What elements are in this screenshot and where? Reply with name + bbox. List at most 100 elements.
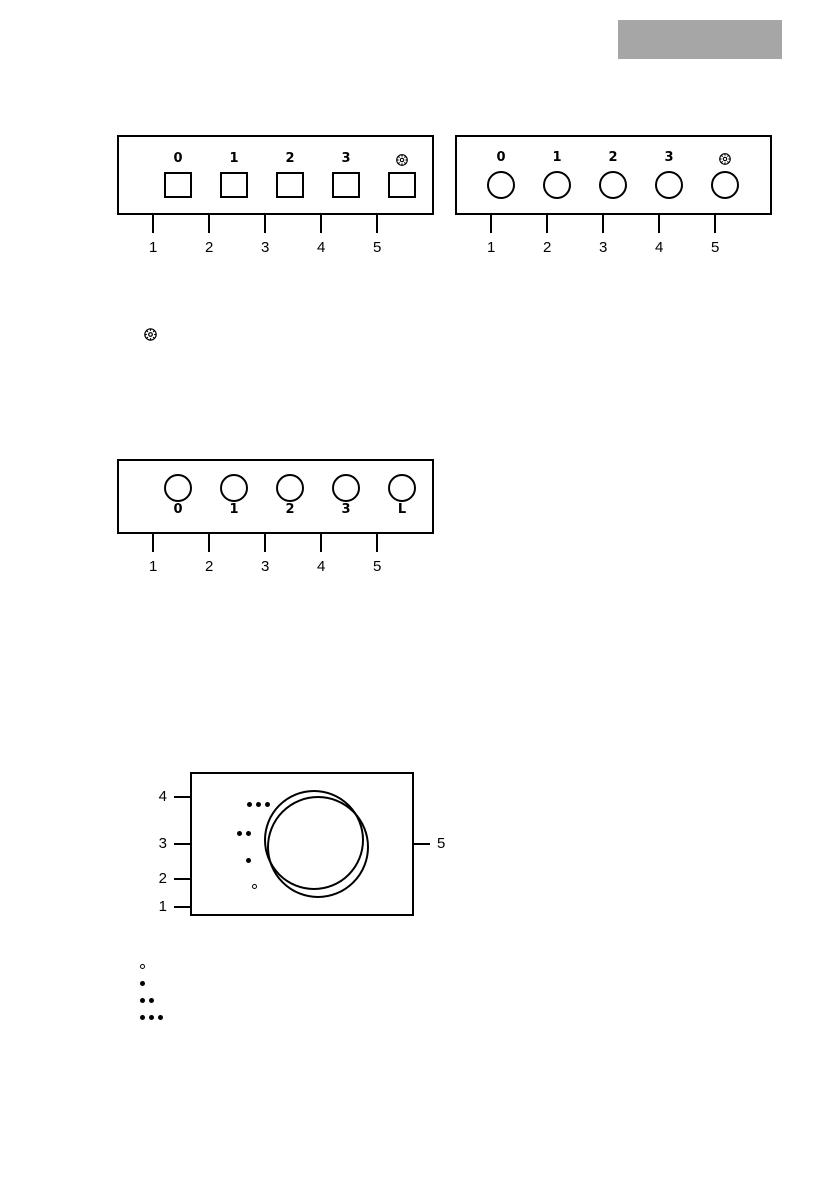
knob-panel	[190, 772, 414, 916]
marker-dot-filled	[247, 802, 252, 807]
callout-number: 2	[205, 239, 214, 256]
leader-line	[174, 843, 190, 845]
gear-icon	[718, 152, 732, 166]
marker-dot-filled	[140, 998, 145, 1003]
leader-line	[152, 215, 155, 233]
square-button-2[interactable]	[276, 172, 304, 198]
leader-line	[174, 796, 190, 798]
leader-line	[320, 534, 323, 552]
knob-marker-level-3	[247, 802, 270, 807]
square-button-3[interactable]	[332, 172, 360, 198]
button-cell-2[interactable]: 2	[263, 137, 317, 213]
button-label-1: 1	[229, 502, 239, 517]
leader-line	[264, 534, 267, 552]
panel-round-buttons-labels-below: 0 1 2 3 L	[117, 459, 434, 534]
callout-number: 4	[158, 788, 167, 805]
callout-number: 1	[487, 239, 496, 256]
knob-marker-level-1	[246, 858, 251, 863]
leader-line	[602, 215, 605, 233]
square-button-1[interactable]	[220, 172, 248, 198]
button-label-3: 3	[341, 151, 351, 166]
callout-number: 1	[158, 898, 167, 915]
round-button-4[interactable]	[388, 474, 416, 502]
round-button-0[interactable]	[487, 171, 515, 199]
callout-group-1-3: 3	[261, 215, 269, 257]
button-cell-3[interactable]: 3	[642, 137, 696, 213]
callout-group-2-3: 3	[599, 215, 607, 257]
button-label-2: 2	[285, 151, 295, 166]
round-button-2[interactable]	[599, 171, 627, 199]
callout-number: 3	[158, 835, 167, 852]
knob-callout-2: 2	[155, 871, 190, 887]
marker-dot-filled	[140, 981, 145, 986]
round-button-3[interactable]	[332, 474, 360, 502]
panel-square-buttons: 0 1 2 3	[117, 135, 434, 215]
round-button-gear[interactable]	[711, 171, 739, 199]
rotary-knob[interactable]	[264, 790, 372, 902]
button-label-1: 1	[552, 150, 562, 165]
callout-number: 4	[317, 558, 326, 575]
callout-group-3-2: 2	[205, 534, 213, 576]
leader-line	[208, 215, 211, 233]
button-cell-gear[interactable]	[375, 137, 429, 213]
leader-line	[320, 215, 323, 233]
callout-number: 5	[373, 239, 382, 256]
leader-line	[414, 843, 430, 845]
button-label-3: 3	[341, 502, 351, 517]
marker-dot-filled	[265, 802, 270, 807]
leader-line	[152, 534, 155, 552]
round-button-0[interactable]	[164, 474, 192, 502]
button-cell-4[interactable]: L	[375, 461, 429, 532]
button-label-gear	[395, 152, 409, 168]
button-cell-1[interactable]: 1	[530, 137, 584, 213]
marker-dot-filled	[158, 1015, 163, 1020]
square-button-gear[interactable]	[388, 172, 416, 198]
callout-number: 2	[158, 870, 167, 887]
callout-group-1-4: 4	[317, 215, 325, 257]
round-button-1[interactable]	[543, 171, 571, 199]
round-button-2[interactable]	[276, 474, 304, 502]
knob-ring-inner	[264, 790, 364, 890]
leader-line	[208, 534, 211, 552]
button-cell-2[interactable]: 2	[263, 461, 317, 532]
callout-group-3-4: 4	[317, 534, 325, 576]
button-cell-gear[interactable]	[698, 137, 752, 213]
callout-number: 1	[149, 558, 158, 575]
button-cell-1[interactable]: 1	[207, 137, 261, 213]
button-label-2: 2	[608, 150, 618, 165]
button-cell-1[interactable]: 1	[207, 461, 261, 532]
marker-dot-filled	[149, 1015, 154, 1020]
button-label-0: 0	[173, 151, 183, 166]
leader-line	[264, 215, 267, 233]
leader-line	[174, 878, 190, 880]
marker-legend-list	[140, 958, 163, 1026]
leader-line	[174, 906, 190, 908]
gear-icon	[395, 153, 409, 167]
callout-group-2-5: 5	[711, 215, 719, 257]
button-cell-0[interactable]: 0	[151, 137, 205, 213]
button-cell-3[interactable]: 3	[319, 461, 373, 532]
marker-dot-filled	[246, 858, 251, 863]
round-button-1[interactable]	[220, 474, 248, 502]
button-label-2: 2	[285, 502, 295, 517]
marker-dot-filled	[237, 831, 242, 836]
square-button-0[interactable]	[164, 172, 192, 198]
panel-round-buttons: 0 1 2 3	[455, 135, 772, 215]
legend-item-level-0	[140, 958, 163, 975]
knob-callout-5: 5	[414, 836, 445, 852]
callout-number: 5	[373, 558, 382, 575]
knob-callout-4: 4	[155, 789, 190, 805]
button-cell-2[interactable]: 2	[586, 137, 640, 213]
callout-group-2-2: 2	[543, 215, 551, 257]
knob-callout-1: 1	[155, 899, 190, 915]
button-cell-3[interactable]: 3	[319, 137, 373, 213]
button-cell-0[interactable]: 0	[474, 137, 528, 213]
callout-group-1-1: 1	[149, 215, 157, 257]
legend-item-level-1	[140, 975, 163, 992]
callout-group-1-2: 2	[205, 215, 213, 257]
callout-number: 4	[317, 239, 326, 256]
legend-item-level-3	[140, 1009, 163, 1026]
round-button-3[interactable]	[655, 171, 683, 199]
button-cell-0[interactable]: 0	[151, 461, 205, 532]
